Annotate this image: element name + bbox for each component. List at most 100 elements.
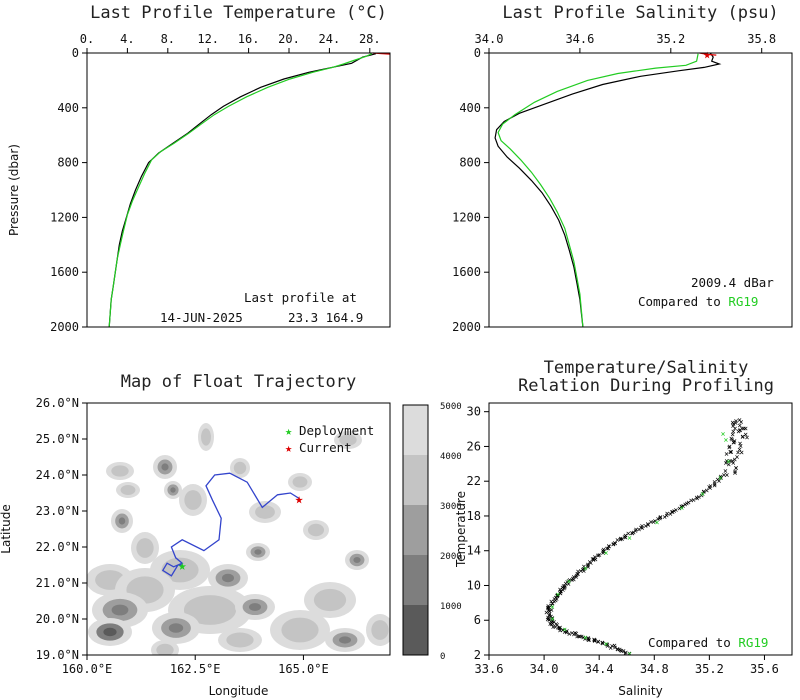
ts-point: ×	[546, 604, 551, 613]
ts-point: ×	[564, 628, 569, 637]
bathymetry-contour	[170, 487, 176, 493]
chart-title: Last Profile Temperature (°C)	[90, 3, 387, 23]
ts-point: ×	[550, 599, 555, 608]
surface-star-icon: ★	[703, 47, 711, 62]
x-tick-label: 16.	[238, 32, 260, 46]
y-tick-label: 26	[467, 439, 481, 453]
ts-point: ×	[569, 576, 574, 585]
ts-point: ×	[575, 632, 580, 641]
colorbar-segment	[403, 555, 428, 605]
ts-point: ×	[559, 587, 564, 596]
ts-point: ×	[560, 625, 565, 634]
ts-point: ×	[546, 606, 551, 615]
ts-point: ×	[557, 624, 562, 633]
ts-point: ×	[558, 587, 563, 596]
ts-point: ×	[586, 634, 591, 643]
ts-point: ×	[591, 554, 596, 563]
annotation-date: 14-JUN-2025	[160, 310, 243, 325]
ts-point: ×	[729, 434, 734, 443]
profile-line-1	[108, 53, 373, 327]
chart-title: Temperature/Salinity	[544, 358, 749, 378]
ts-point: ×	[732, 455, 737, 464]
ts-reference-point: ×	[550, 602, 555, 611]
ts-point: ×	[552, 618, 557, 627]
ts-point: ×	[581, 562, 586, 571]
ts-point: ×	[718, 472, 723, 481]
y-tick-label: 22	[467, 474, 481, 488]
ts-point: ×	[631, 528, 636, 537]
ts-reference-point: ×	[566, 577, 571, 586]
ts-point: ×	[571, 630, 576, 639]
ts-point: ×	[686, 498, 691, 507]
ts-point: ×	[623, 648, 628, 657]
ts-point: ×	[558, 626, 563, 635]
y-tick-label: 18	[467, 509, 481, 523]
ts-point: ×	[740, 432, 745, 441]
ts-point: ×	[633, 527, 638, 536]
annotation-compared-text: Compared to	[648, 635, 738, 650]
ts-point: ×	[571, 573, 576, 582]
ts-point: ×	[567, 629, 572, 638]
ts-point: ×	[681, 502, 686, 511]
ts-point: ×	[615, 645, 620, 654]
ts-point: ×	[622, 532, 627, 541]
ts-point: ×	[730, 418, 735, 427]
ts-point: ×	[605, 640, 610, 649]
ts-point: ×	[651, 517, 656, 526]
ts-point: ×	[545, 615, 550, 624]
ts-point: ×	[576, 570, 581, 579]
ts-point: ×	[662, 513, 667, 522]
ts-point: ×	[731, 427, 736, 436]
y-tick-label: 1200	[452, 210, 481, 224]
ts-point: ×	[611, 540, 616, 549]
x-tick-label: 0.	[80, 32, 94, 46]
float-trajectory-line	[161, 472, 300, 577]
ts-point: ×	[726, 460, 731, 469]
chart-title: Map of Float Trajectory	[121, 372, 356, 392]
y-tick-label: 2000	[50, 320, 79, 334]
ts-point: ×	[554, 595, 559, 604]
ts-point: ×	[596, 551, 601, 560]
ts-reference-point: ×	[583, 633, 588, 642]
ts-reference-point: ×	[627, 534, 632, 543]
bathymetry-contour	[161, 557, 199, 583]
ts-point: ×	[591, 556, 596, 565]
colorbar-segment	[403, 455, 428, 505]
colorbar-frame	[402, 404, 429, 656]
ts-point: ×	[643, 522, 648, 531]
ts-point: ×	[567, 575, 572, 584]
series-group	[108, 52, 390, 327]
ts-point: ×	[727, 442, 732, 451]
ts-reference-point: ×	[700, 489, 705, 498]
bathymetry-contour	[255, 505, 275, 519]
ts-point: ×	[550, 614, 555, 623]
ts-point: ×	[601, 545, 606, 554]
ts-point: ×	[724, 471, 729, 480]
ts-point: ×	[607, 542, 612, 551]
y-tick-label: 800	[57, 156, 79, 170]
ts-point: ×	[596, 637, 601, 646]
ts-point: ×	[743, 424, 748, 433]
bathymetry-contour	[233, 461, 247, 475]
bathymetry-contour	[313, 588, 347, 612]
ts-point: ×	[562, 583, 567, 592]
ts-point: ×	[574, 571, 579, 580]
colorbar-segment	[403, 505, 428, 555]
ts-reference-point: ×	[550, 615, 555, 624]
y-tick-label: 0	[474, 46, 481, 60]
ts-point: ×	[574, 629, 579, 638]
ts-point: ×	[700, 490, 705, 499]
y-tick-label: 21.0°N	[36, 576, 79, 590]
bathymetry-contour	[249, 603, 261, 611]
y-tick-label: 25.0°N	[36, 432, 79, 446]
ts-point: ×	[738, 425, 743, 434]
ts-point: ×	[576, 632, 581, 641]
ts-point: ×	[723, 459, 728, 468]
bathymetry-contour	[254, 549, 262, 555]
ts-point: ×	[573, 629, 578, 638]
ts-point: ×	[623, 649, 628, 658]
ts-point: ×	[677, 504, 682, 513]
ts-point: ×	[611, 540, 616, 549]
x-tick-label: 34.0	[530, 662, 559, 676]
